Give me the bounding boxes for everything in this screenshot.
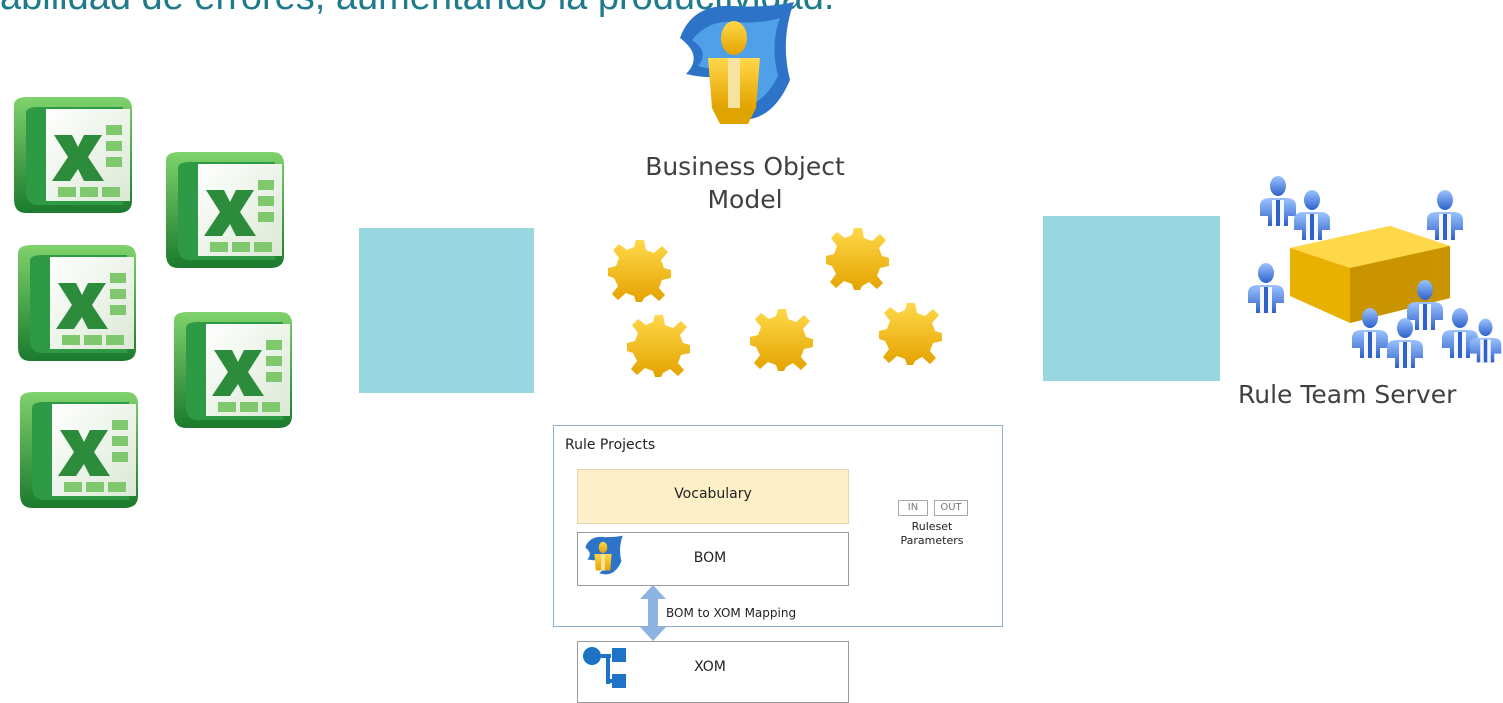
gear-icon [750, 307, 814, 371]
header-text: abilidad de errores, aumentando la produ… [0, 0, 1100, 19]
team-server-icon [1248, 176, 1502, 368]
bom-box [577, 532, 849, 586]
rule-projects-title: Rule Projects [565, 437, 656, 453]
excel-icon [12, 243, 142, 363]
vocabulary-box [577, 469, 849, 524]
double-arrow-icon [640, 585, 666, 641]
teal-placeholder-right [1043, 216, 1220, 381]
gear-icon [879, 301, 943, 365]
gear-icon [627, 313, 691, 377]
bom-label: BOM [693, 550, 727, 566]
vocabulary-label: Vocabulary [674, 486, 752, 502]
rule-projects-panel [553, 425, 1003, 627]
bom-caption-line2: Model [707, 185, 783, 214]
gear-icon [826, 226, 890, 290]
rule-team-server-label: Rule Team Server [1238, 380, 1457, 409]
bom-scroll-icon [585, 535, 623, 575]
teal-placeholder-left [359, 228, 534, 393]
ruleset-label-line2: Parameters [900, 534, 964, 547]
out-parameter-box: OUT [934, 500, 968, 516]
mapping-label: BOM to XOM Mapping [666, 606, 797, 620]
xom-label: XOM [694, 659, 726, 675]
excel-icon [168, 310, 298, 430]
in-parameter-box: IN [898, 500, 928, 516]
excel-icon [8, 95, 138, 215]
gear-icon [608, 238, 672, 302]
bom-caption-line1: Business Object [645, 152, 845, 181]
ruleset-label-line1: Ruleset [911, 520, 953, 533]
hierarchy-icon [583, 647, 626, 688]
scroll-person-icon [680, 2, 794, 124]
excel-icon [160, 150, 290, 270]
excel-icon [14, 390, 144, 510]
bom-caption: Business Object Model [600, 150, 890, 216]
ruleset-parameters-label: Ruleset Parameters [887, 520, 977, 548]
